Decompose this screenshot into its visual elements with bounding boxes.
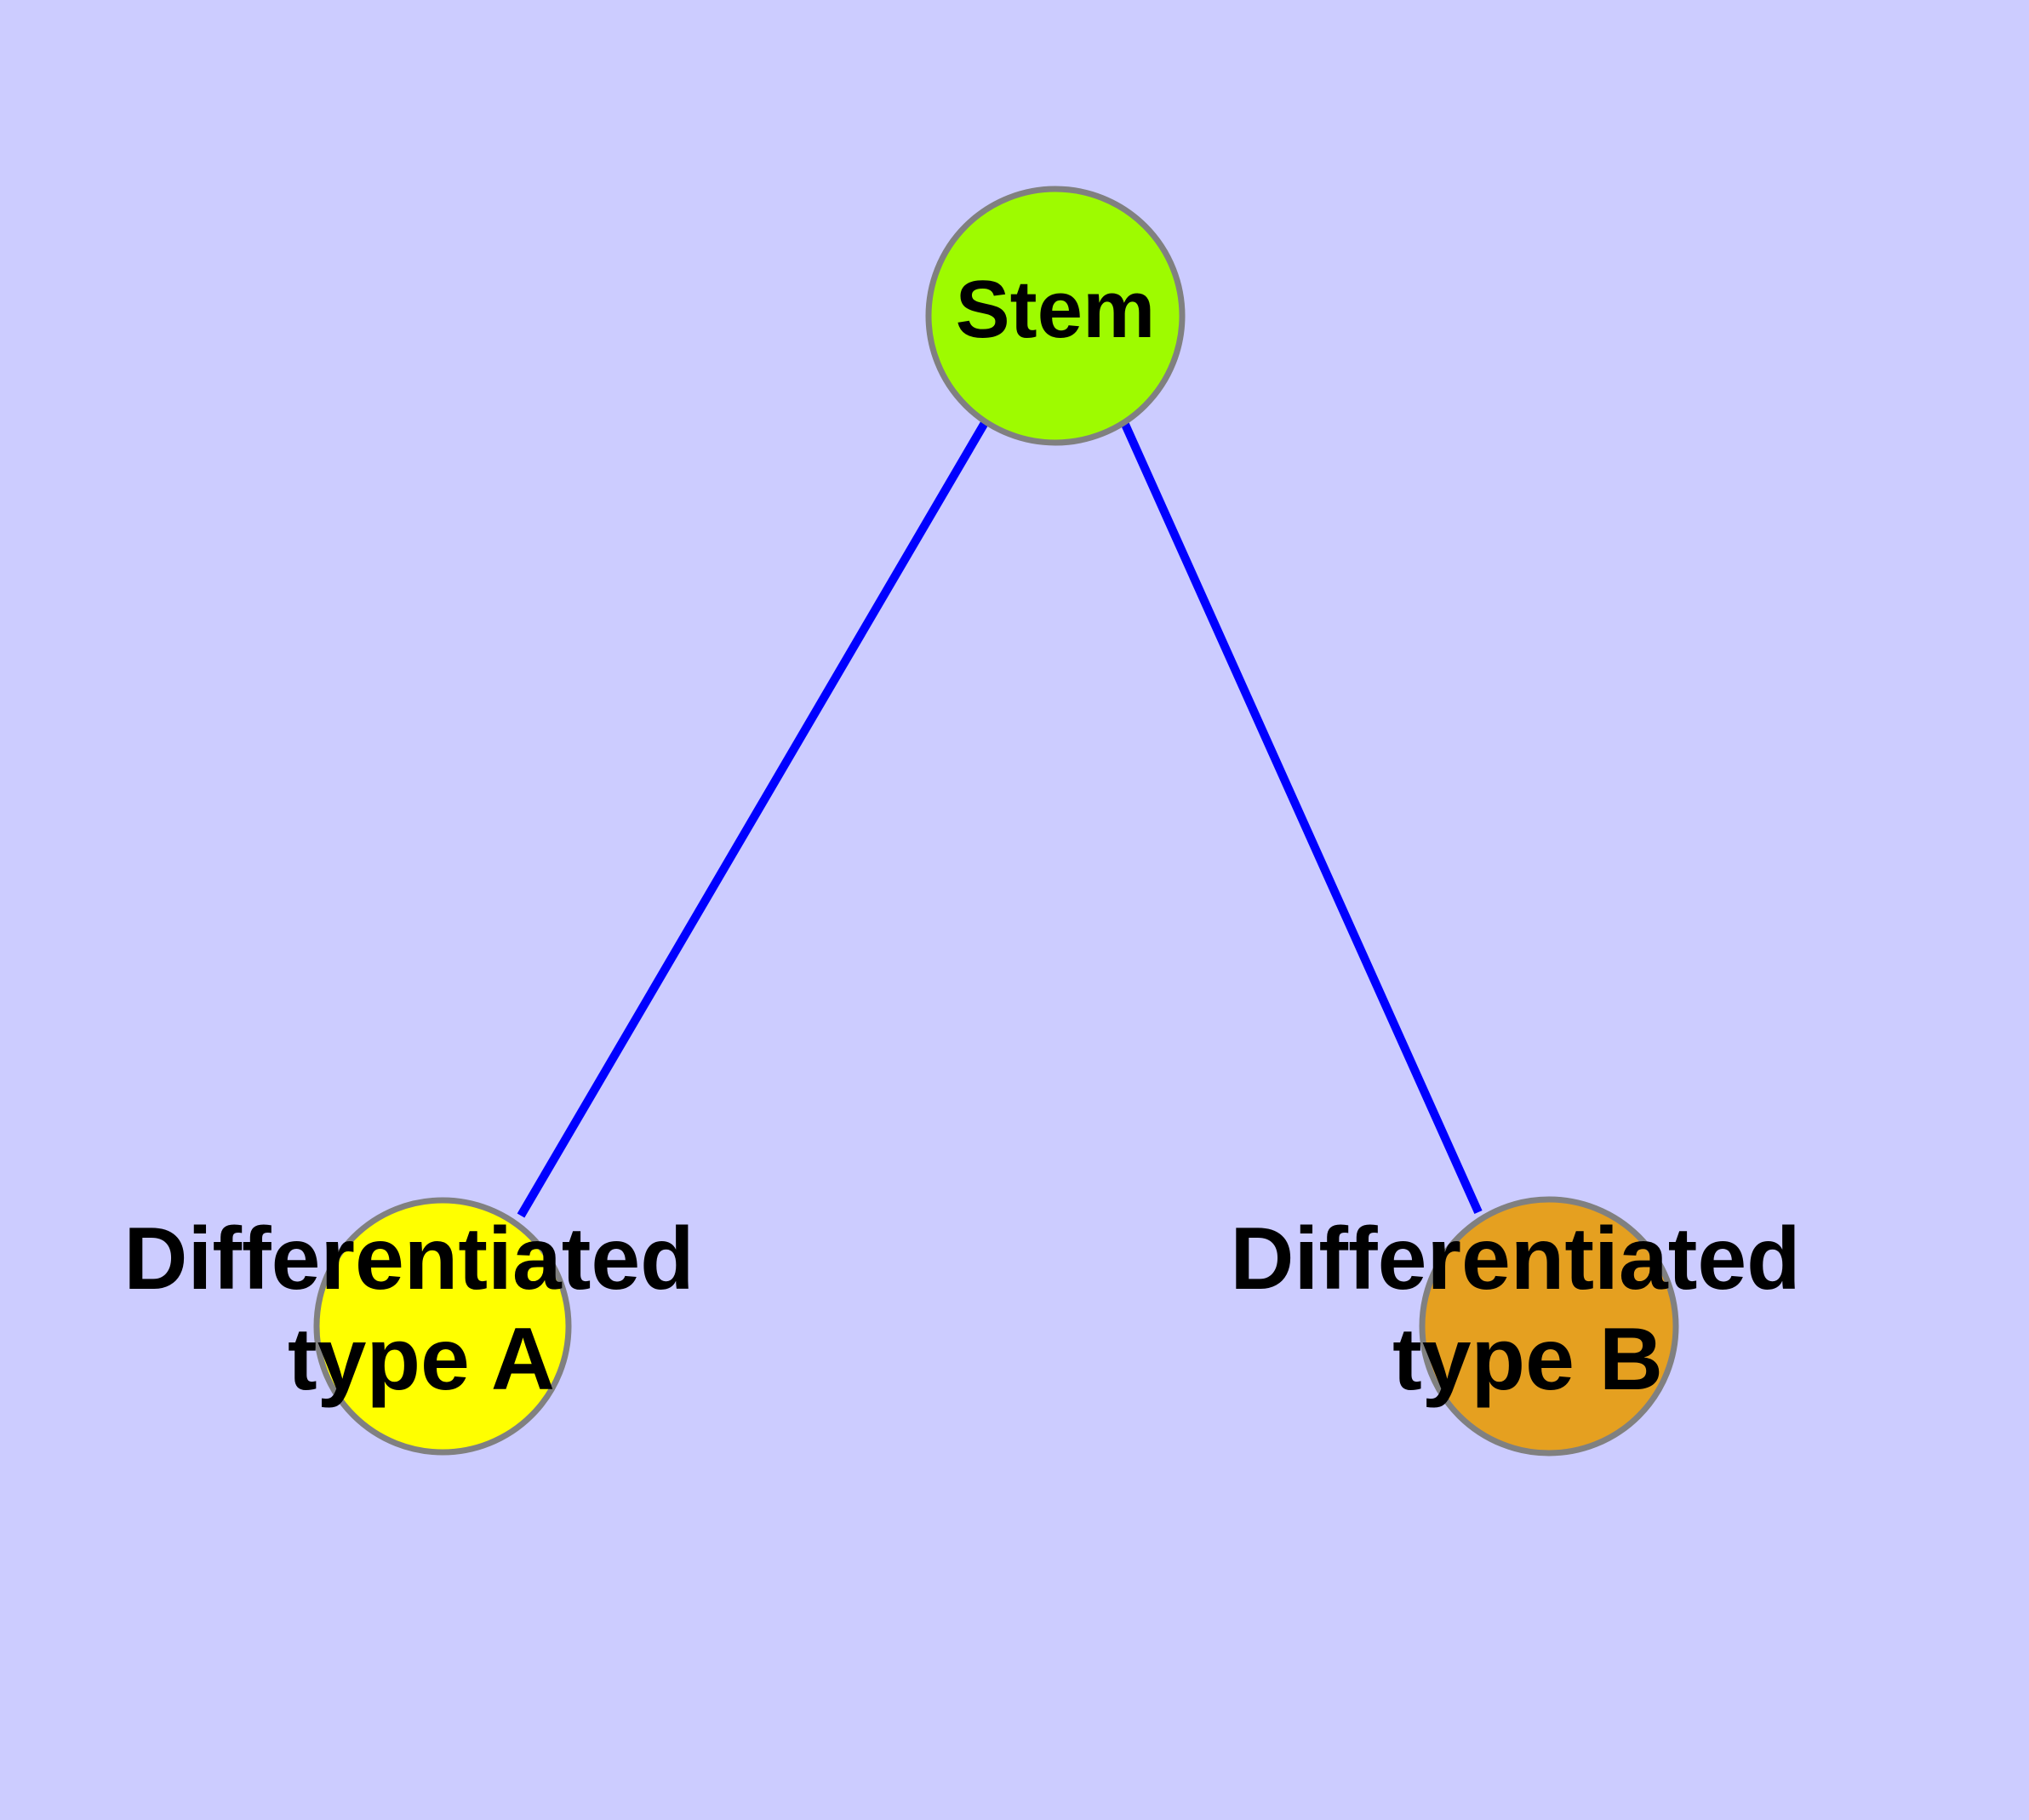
edge-stem-to-differentiated-type-b[interactable]: [1119, 418, 1483, 1215]
node-stem[interactable]: [925, 186, 1186, 446]
node-differentiated-type-b-label-line-2: type B: [1392, 1310, 1663, 1409]
node-stem-label: Stem: [956, 264, 1156, 355]
node-differentiated-type-b-label-line-1: Differentiated: [1230, 1210, 1800, 1308]
edge-stem-to-differentiated-type-a[interactable]: [517, 419, 990, 1218]
edge-layer: [517, 418, 1483, 1218]
node-stem-circle[interactable]: [925, 186, 1186, 446]
node-differentiated-type-a-label-line-1: Differentiated: [123, 1210, 694, 1308]
node-differentiated-type-b[interactable]: [1419, 1196, 1679, 1457]
node-differentiated-type-a-label: Differentiated type A: [123, 1210, 718, 1409]
node-differentiated-type-a[interactable]: [313, 1197, 572, 1456]
node-differentiated-type-a-label-line-2: type A: [288, 1310, 555, 1409]
node-differentiated-type-a-circle[interactable]: [313, 1197, 572, 1456]
node-stem-label-line-1: Stem: [956, 264, 1156, 355]
node-differentiated-type-b-circle[interactable]: [1419, 1196, 1679, 1457]
node-layer: [313, 186, 1679, 1457]
node-differentiated-type-b-label: Differentiated type B: [1230, 1210, 1825, 1409]
label-layer: Stem Differentiated type A Differentiate…: [123, 264, 1825, 1409]
